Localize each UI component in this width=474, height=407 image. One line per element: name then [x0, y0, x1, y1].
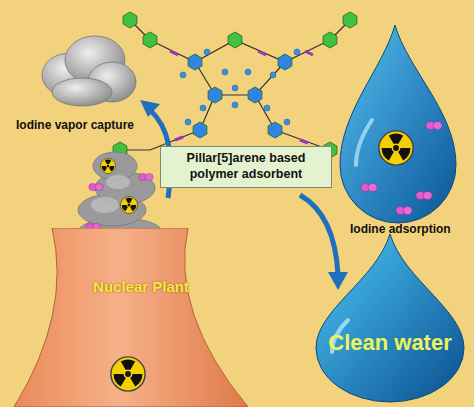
water-drop: Clean water [308, 230, 472, 404]
tower-outline [10, 228, 272, 407]
process-label: Iodine adsorption [350, 222, 451, 236]
process-label: Iodine vapor capture [16, 118, 134, 132]
box-label: Pillar[5]arene based polymer adsorbent [167, 151, 325, 182]
cooling-tower: Nuclear Plant [10, 228, 272, 407]
drop-outline [308, 230, 472, 404]
plant-label: Nuclear Plant [10, 278, 272, 295]
label-box: Pillar[5]arene based polymer adsorbent [160, 146, 332, 188]
drop-label: Clean water [308, 330, 472, 356]
